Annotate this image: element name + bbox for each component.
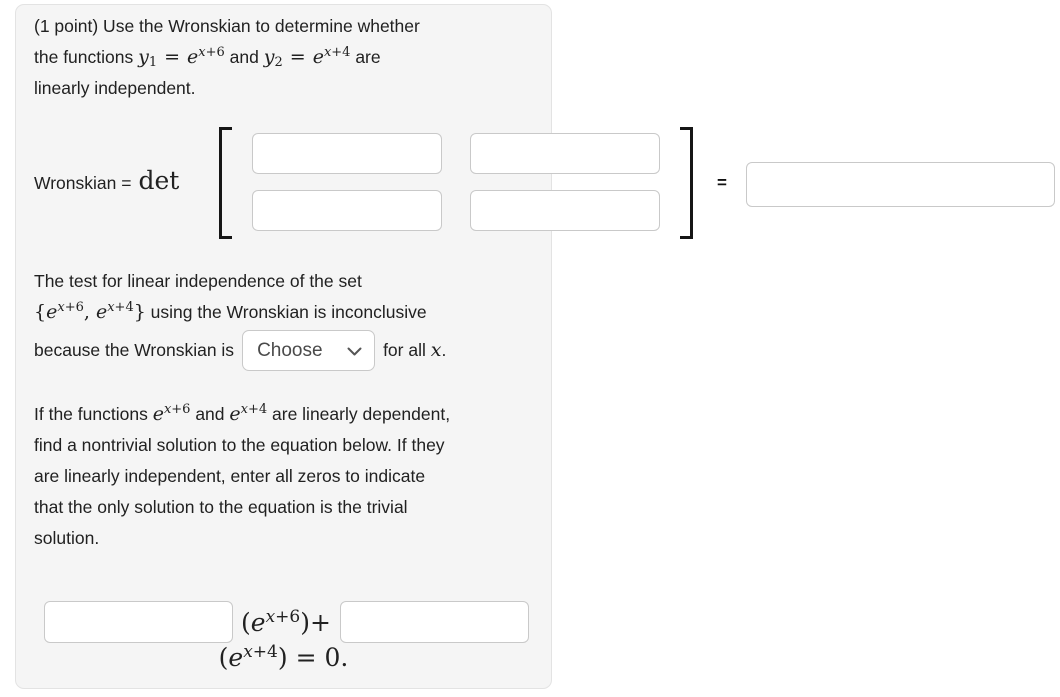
- test-line-3: because the Wronskian is Choose for all …: [34, 328, 446, 372]
- instructions-line-1: If the functions ex+6 and ex+4 are linea…: [34, 402, 451, 425]
- math-exponent: x+6: [163, 402, 191, 417]
- wronskian-label: Wronskian =det: [34, 166, 180, 195]
- math-exponent: x+6: [198, 45, 225, 60]
- dropdown-suffix-text: for all x.: [383, 338, 447, 361]
- problem-statement: (1 point) Use the Wronskian to determine…: [34, 11, 420, 104]
- coefficient-input-1[interactable]: [44, 601, 233, 643]
- matrix-input-r2c1[interactable]: [252, 190, 442, 231]
- statement-line-2: the functions y1=ex+6 and y2=ex+4 are: [34, 45, 381, 70]
- equation-row-2: (ex+4)= 0.: [218, 642, 349, 672]
- matrix-input-r1c2[interactable]: [470, 133, 660, 174]
- math-exponent: x+4: [323, 45, 351, 60]
- set-open-brace: {: [34, 301, 47, 323]
- matrix-input-r2c2[interactable]: [470, 190, 660, 231]
- matrix-input-r1c1[interactable]: [252, 133, 442, 174]
- det-operator: det: [138, 166, 180, 195]
- equals-sign: =: [717, 173, 727, 192]
- coefficient-input-2[interactable]: [339, 601, 529, 643]
- wronskian-sign-select[interactable]: Choose: [242, 329, 376, 371]
- instructions-line-4: that the only solution to the equation i…: [34, 497, 408, 517]
- math-y2: y: [263, 46, 275, 68]
- chevron-down-icon: [347, 347, 362, 355]
- select-value: Choose: [257, 339, 323, 361]
- instructions-paragraph: If the functions ex+6 and ex+4 are linea…: [34, 399, 450, 554]
- test-paragraph: The test for linear independence of the …: [34, 266, 446, 372]
- instructions-line-5: solution.: [34, 528, 100, 548]
- dropdown-prefix-text: because the Wronskian is: [34, 339, 235, 360]
- math-exponent: x+6: [265, 606, 301, 627]
- set-close-brace: }: [133, 301, 146, 323]
- math-exponent: x+4: [107, 300, 134, 315]
- math-exponent: x+6: [57, 300, 84, 315]
- equation-term-1: (ex+6)+: [241, 606, 331, 637]
- test-line-1: The test for linear independence of the …: [34, 271, 362, 291]
- instructions-line-2: find a nontrivial solution to the equati…: [34, 435, 445, 455]
- wronskian-matrix: [252, 133, 660, 231]
- instructions-line-3: are linearly independent, enter all zero…: [34, 466, 426, 486]
- statement-line-1: (1 point) Use the Wronskian to determine…: [34, 16, 420, 36]
- math-exponent: x+4: [240, 402, 268, 417]
- math-y1: y: [138, 46, 149, 68]
- statement-line-3: linearly independent.: [34, 78, 196, 98]
- test-line-2: {ex+6, ex+4} using the Wronskian is inco…: [34, 300, 427, 323]
- equation-row-1: (ex+6)+: [44, 601, 529, 643]
- math-exponent: x+4: [243, 642, 278, 662]
- matrix-left-bracket: [219, 127, 232, 239]
- matrix-right-bracket: [680, 127, 693, 239]
- wronskian-result-input[interactable]: [746, 162, 1055, 207]
